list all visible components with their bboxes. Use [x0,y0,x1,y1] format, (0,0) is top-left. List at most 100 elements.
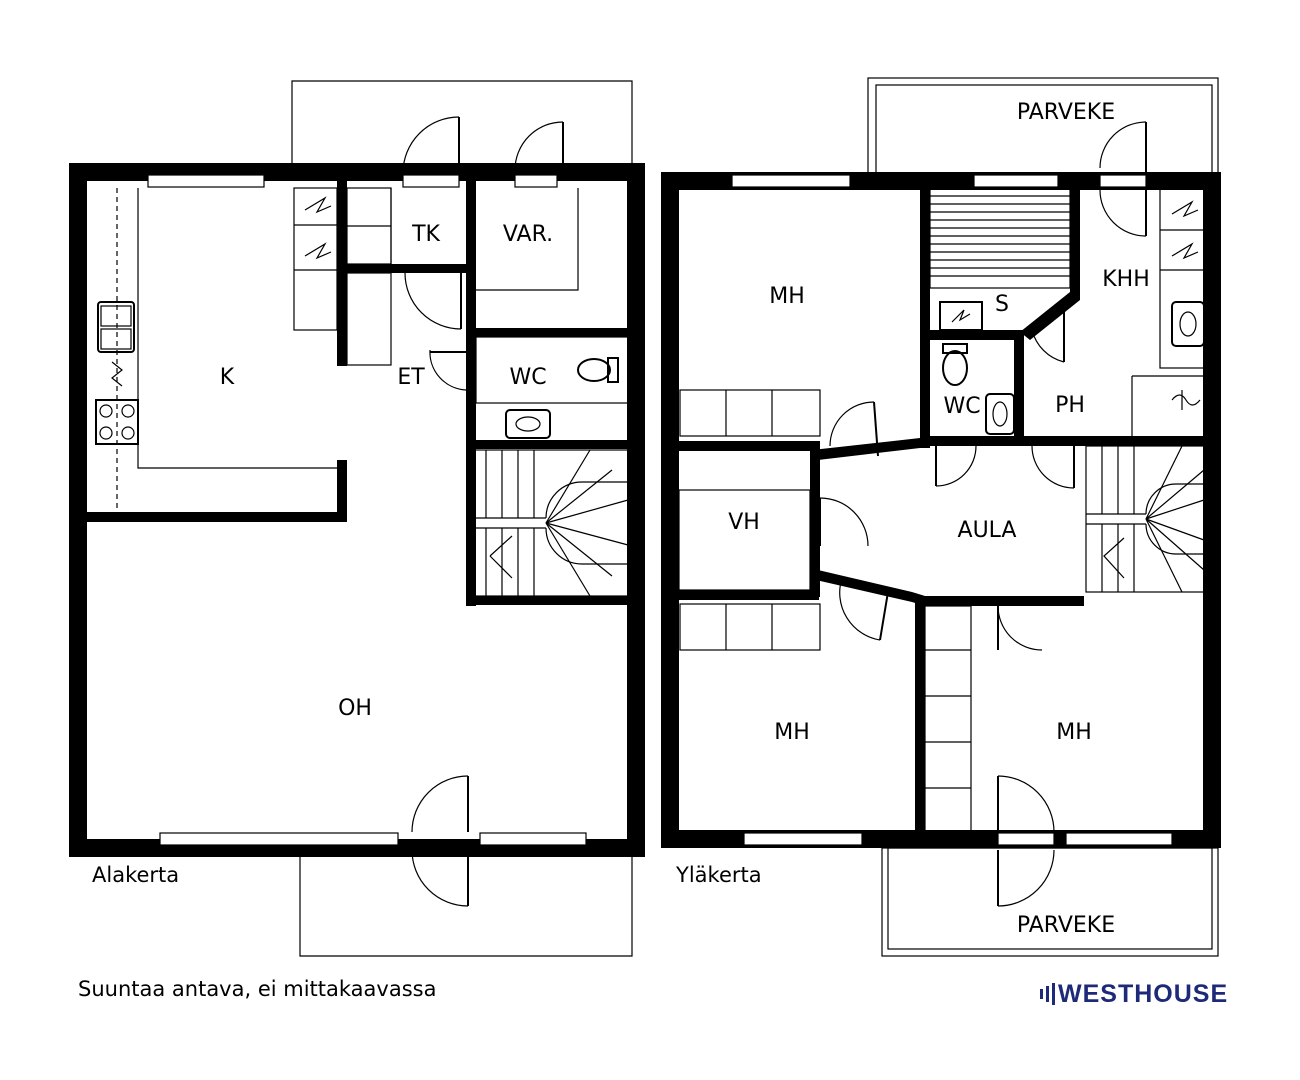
window [479,832,587,846]
wall [679,441,819,451]
wall [466,328,628,337]
room-label-k: K [220,365,235,390]
window [973,174,1059,188]
door-swing [1099,121,1147,169]
door-opening [1099,174,1147,188]
door-swing [514,121,564,171]
room-label-wc: WC [509,365,546,390]
wall [810,441,820,597]
bottom-terrace-outline [299,848,633,957]
door-swing [404,272,462,330]
exterior-walls [69,163,645,857]
vh-shelf [678,489,811,591]
door-swing [411,775,469,833]
alakerta-plan: K TK VAR. ET WC OH Alakerta [69,80,645,957]
staircase [1085,445,1205,593]
staircase [469,449,629,597]
wall [930,330,1020,340]
door-swing [819,497,869,547]
shower-icon [1171,390,1201,410]
door-opening [997,832,1055,846]
door-opening [514,174,558,188]
door-swing [839,577,881,641]
bottom-balcony-outline [881,847,1219,957]
room-label-mh-2: MH [774,720,810,745]
window [147,174,265,188]
wall [1020,188,1080,340]
door-swing [997,605,1043,651]
logo-text: WESTHOUSE [1058,980,1228,1008]
room-label-tk: TK [411,222,440,247]
door-swing [1099,189,1147,237]
door-swing [997,775,1055,833]
door-swing [411,849,469,907]
wall [87,512,347,522]
room-label-mh-1: MH [769,284,805,309]
floor-caption-ylakerta: Yläkerta [675,863,762,887]
toilet-tank [942,343,968,354]
room-label-et: ET [397,365,425,390]
wall [466,180,476,606]
wall [1014,330,1024,442]
room-label-s: S [995,292,1009,317]
wall [466,440,628,449]
sink-icon [97,301,135,353]
stair-arrow-icon [489,535,513,579]
electric-icon [1171,242,1199,260]
wall [679,590,819,600]
sink-bowl [100,328,132,350]
wall [337,460,347,522]
room-label-wc-upper: WC [943,394,980,419]
room-label-vh: VH [728,510,760,535]
cabinet [293,187,338,331]
door-swing [429,349,467,391]
door-swing [1031,329,1065,363]
stove-icon [95,399,139,445]
top-terrace-outline [291,80,633,173]
cabinet [1159,187,1205,369]
room-label-parveke-top: PARVEKE [1017,100,1115,125]
electric-icon [1171,200,1199,218]
washbasin-icon [985,393,1015,435]
wardrobe [679,603,821,651]
disclaimer-text: Suuntaa antava, ei mittakaavassa [78,977,436,1001]
room-label-aula: AULA [958,518,1017,543]
wc-outline [475,336,629,404]
wardrobe [679,389,821,437]
electric-icon [304,242,332,260]
floor-caption-alakerta: Alakerta [92,863,179,887]
door-swing [997,849,1055,907]
door-swing [935,445,977,487]
closet [346,272,392,366]
top-balcony-outline [867,77,1219,174]
wall [812,438,930,460]
dishwasher-icon [111,361,123,387]
sauna-bench [929,187,1071,289]
door-swing [1031,445,1075,489]
room-label-parveke-bottom: PARVEKE [1017,913,1115,938]
wardrobe [924,605,972,833]
wall [920,180,930,438]
window [743,832,863,846]
sauna-stove-icon [939,301,983,331]
exterior-walls [661,172,1221,848]
sink-bowl [100,305,132,327]
door-opening [402,174,460,188]
room-label-var: VAR. [503,222,553,247]
stair-arrow-icon [1103,537,1125,579]
wall [466,596,628,605]
door-swing [829,401,875,447]
room-label-oh: OH [338,696,372,721]
wall [930,436,1212,446]
window [159,832,399,846]
top-balcony-inner [875,84,1213,174]
toilet-icon [577,358,611,382]
washbasin-icon [505,409,551,439]
storage-shelf [476,188,579,291]
wall [337,264,467,273]
wall [915,596,925,832]
window [731,174,851,188]
toilet-tank [607,357,619,383]
westhouse-logo: WESTHOUSE [1040,980,1228,1008]
